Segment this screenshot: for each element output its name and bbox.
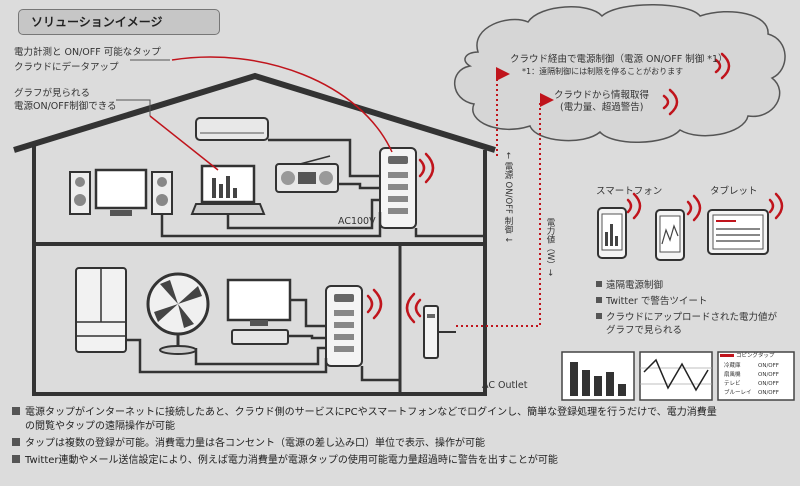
feature-text: 遠隔電源制御: [606, 280, 664, 291]
bullet-icon: [596, 313, 602, 319]
bullet-icon: [12, 438, 20, 446]
tablet-device: [707, 209, 769, 255]
desktop-pc-with-speakers: [69, 168, 173, 216]
cloud-links: [456, 67, 554, 327]
house-outline: [13, 72, 496, 396]
electric-fan: [146, 272, 210, 355]
bullet-icon: [12, 407, 20, 415]
note-text: タップは複数の登録が可能。消費電力量は各コンセント（電源の差し込み口）単位で表示…: [25, 438, 485, 449]
feature-remote-control: 遠隔電源制御: [596, 280, 663, 292]
vertical-label-onoff: ← 電源 ON/OFF 制御 ↓: [503, 152, 513, 244]
note-item: タップは複数の登録が可能。消費電力量は各コンセント（電源の差し込み口）単位で表示…: [12, 437, 792, 451]
callout-graph-line2: 電源ON/OFF制御できる: [14, 101, 117, 112]
laptop: [190, 164, 266, 215]
control-row-name-2: 扇風機: [724, 372, 741, 378]
radio: [275, 155, 339, 193]
control-row-name-4: ブルーレイ: [724, 390, 752, 396]
feature-cloud-graph-cont: グラフで見られる: [606, 325, 683, 336]
cloud-text-info-detail: (電力量、超過警告): [560, 102, 644, 113]
control-row-toggle-4[interactable]: ON/OFF: [758, 390, 779, 396]
cloud-text-note: *1：遠隔制御には制限を停ることがおります: [522, 67, 684, 76]
control-list-accent: [720, 354, 734, 357]
power-tap-downstairs: [325, 285, 363, 367]
cables-downstairs: [126, 298, 400, 382]
callout-lines: [116, 56, 393, 171]
tablet-label: タブレット: [710, 186, 758, 197]
feature-text: クラウドにアップロードされた電力値が: [606, 312, 778, 323]
smartphone-label: スマートフォン: [596, 186, 663, 197]
note-item-cont: の閲覧やタップの遠隔操作が可能: [25, 421, 175, 432]
cloud-text-control: クラウド経由で電源制御（電源 ON/OFF 制御 *1）: [510, 54, 728, 65]
control-row-name-3: テレビ: [724, 381, 741, 387]
note-text: Twitter連動やメール送信設定により、例えば電力消費量が電源タップの使用可能…: [25, 455, 558, 466]
air-conditioner: [195, 117, 269, 141]
callout-graph-line1: グラフが見られる: [14, 88, 91, 99]
wifi-router: [423, 305, 456, 359]
diagram-title: ソリューションイメージ: [18, 9, 220, 35]
feature-text: Twitter で警告ツイート: [606, 296, 708, 307]
line-chart-panel: [639, 351, 713, 401]
control-list-panel: [717, 351, 795, 401]
feature-twitter: Twitter で警告ツイート: [596, 296, 707, 308]
note-item: 電源タップがインターネットに接続したあと、クラウド側のサービスにPCやスマートフ…: [12, 406, 792, 420]
refrigerator: [75, 267, 127, 353]
cloud-shape: [453, 4, 786, 143]
control-row-toggle-3[interactable]: ON/OFF: [758, 381, 779, 387]
note-item: Twitter連動やメール送信設定により、例えば電力消費量が電源タップの使用可能…: [12, 454, 792, 468]
cloud-text-info: クラウドから情報取得: [554, 90, 650, 101]
control-row-name-1: 冷蔵庫: [724, 363, 741, 369]
notes-list: 電源タップがインターネットに接続したあと、クラウド側のサービスにPCやスマートフ…: [12, 406, 792, 471]
smartphone-devices: [597, 207, 685, 261]
power-tap-upstairs: [379, 147, 417, 229]
callout-tap-line2: クラウドにデータアップ: [14, 62, 119, 73]
bullet-icon: [596, 297, 602, 303]
tv-with-recorder: [226, 278, 292, 345]
callout-tap-line1: 電力計測と ON/OFF 可能なタップ: [14, 47, 161, 58]
cables-upstairs: [160, 138, 485, 238]
wireless-signals: [366, 52, 784, 324]
control-list-title: コピングタップ: [736, 353, 775, 359]
ac-outlet-label: AC Outlet: [482, 380, 528, 391]
control-row-toggle-2[interactable]: ON/OFF: [758, 372, 779, 378]
note-text: 電源タップがインターネットに接続したあと、クラウド側のサービスにPCやスマートフ…: [25, 407, 717, 418]
bar-chart-panel: [561, 351, 635, 401]
feature-cloud-graph: クラウドにアップロードされた電力値が: [596, 312, 777, 324]
control-row-toggle-1[interactable]: ON/OFF: [758, 363, 779, 369]
ac100v-label: AC100V: [338, 216, 376, 227]
bullet-icon: [596, 281, 602, 287]
bullet-icon: [12, 455, 20, 463]
vertical-label-power: 電力値（W）→: [545, 218, 555, 277]
